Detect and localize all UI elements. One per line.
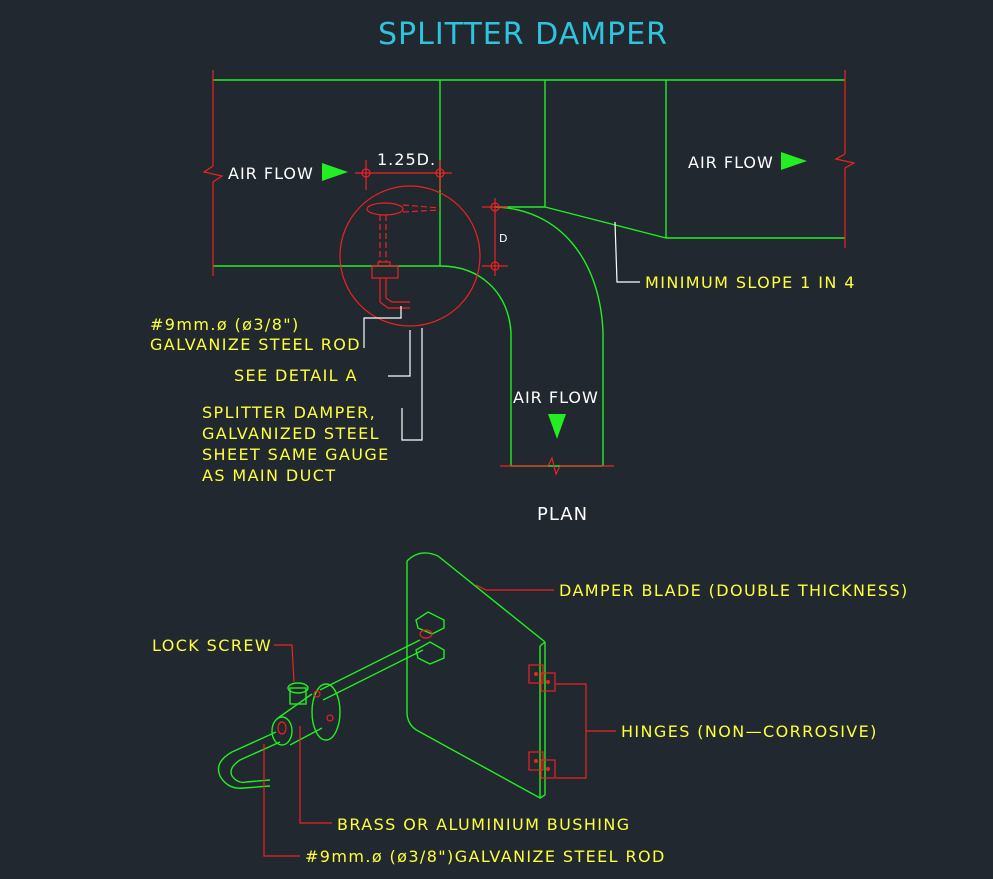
detail-a-circle [339,185,481,327]
break-lines [202,70,856,476]
drawing-title: SPLITTER DAMPER [378,17,668,52]
air-flow-arrow-left-icon [322,163,348,181]
damper-note-line2: GALVANIZED STEEL [202,424,380,443]
slope-note: MINIMUM SLOPE 1 IN 4 [645,273,856,292]
damper-note-line3: SHEET SAME GAUGE [202,445,390,464]
dimension-d: D [482,198,508,276]
dimension-1-25d-label: 1.25D. [377,150,436,169]
air-flow-arrow-right-icon [781,152,807,170]
dimension-1-25d: 1.25D. [355,150,452,190]
dimension-d-label: D [499,232,507,245]
detail-note: SEE DETAIL A [234,366,358,385]
hinges-note: HINGES (NON—CORROSIVE) [621,722,878,741]
hinges [528,664,556,779]
plan-leaders [363,221,640,441]
detail-rod-note: #9mm.ø (ø3/8")GALVANIZE STEEL ROD [305,847,666,866]
detail-leaders [263,584,616,857]
air-flow-label-down: AIR FLOW [513,388,599,407]
damper-note-line4: AS MAIN DUCT [202,466,337,485]
bushing-note: BRASS OR ALUMINIUM BUSHING [337,815,631,834]
air-flow-label-right: AIR FLOW [688,153,774,172]
lock-screw-note: LOCK SCREW [152,636,272,655]
air-flow-label-left: AIR FLOW [228,164,314,183]
damper-rod [217,611,445,789]
blade-note: DAMPER BLADE (DOUBLE THICKNESS) [559,581,909,600]
plan-caption: PLAN [537,504,588,525]
rod-note-line1: #9mm.ø (ø3/8") [150,315,300,334]
damper-blade [406,552,546,800]
damper-note-line1: SPLITTER DAMPER, [202,403,376,422]
rod-note-line2: GALVANIZE STEEL ROD [150,335,361,354]
air-flow-arrow-down-icon [548,414,566,439]
